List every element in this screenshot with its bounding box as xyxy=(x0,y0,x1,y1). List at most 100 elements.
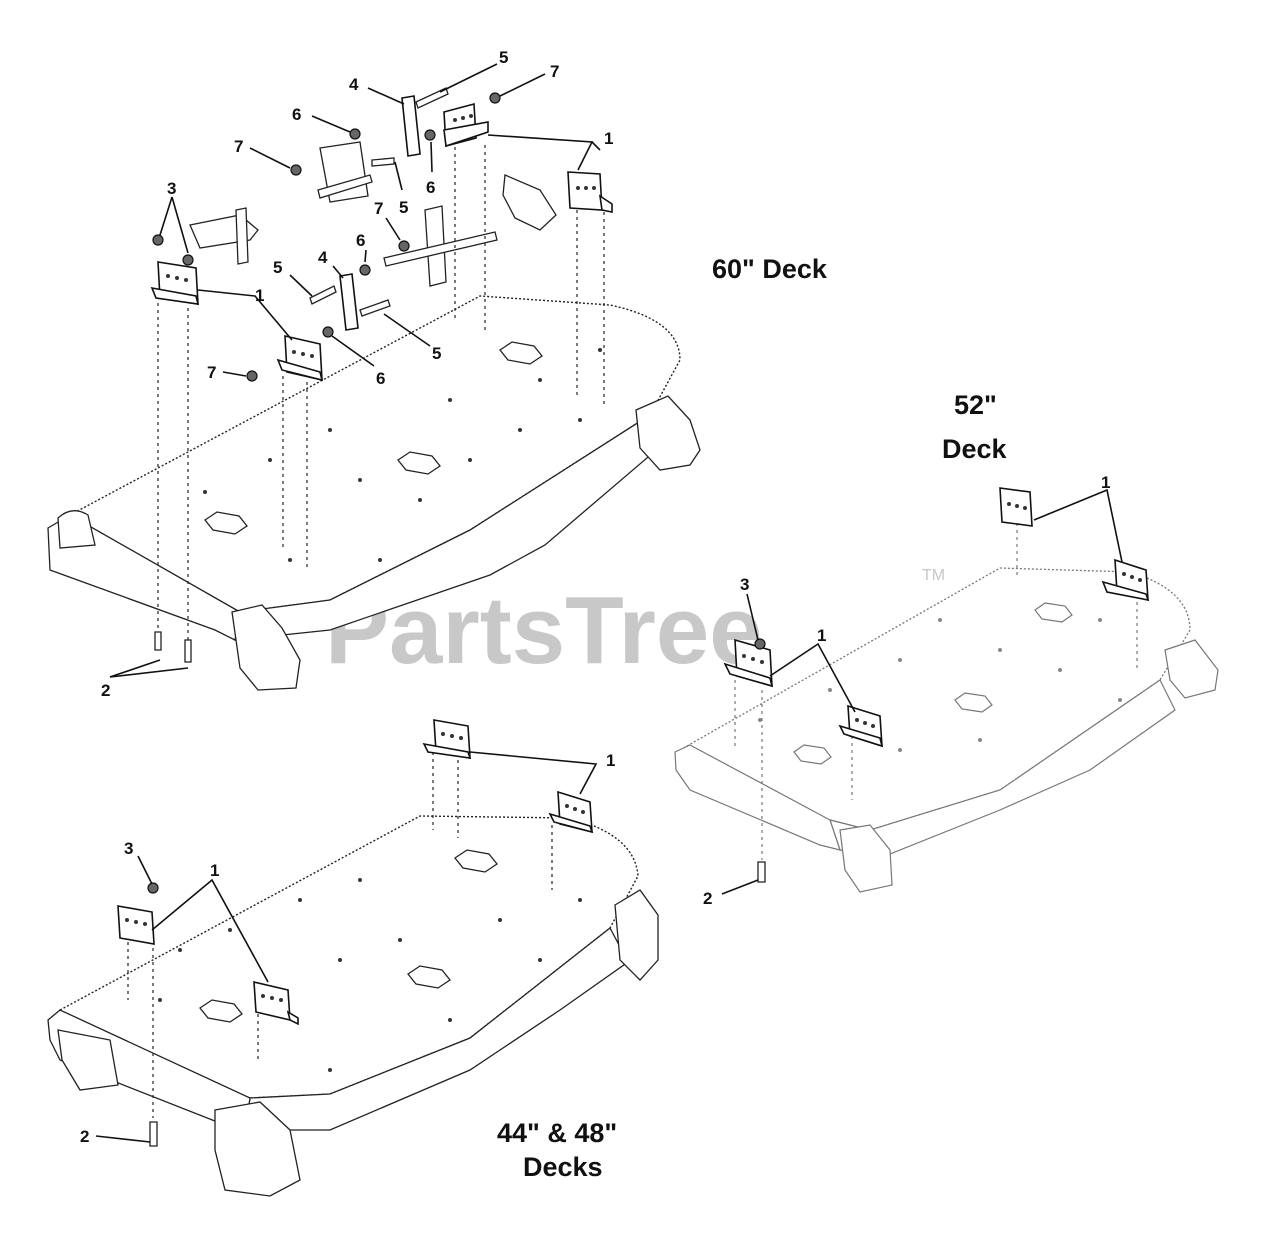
callout-60-4a: 4 xyxy=(349,75,359,94)
callout-60-5c: 5 xyxy=(273,258,282,277)
deck-60-bolt-2a xyxy=(154,631,162,651)
deck-60-link-lower xyxy=(339,273,359,331)
deck-52-assembly: 1 1 2 3 52" Deck xyxy=(674,390,1219,908)
callout-52-1a: 1 xyxy=(1101,473,1110,492)
deck-4448-pivot-right xyxy=(614,889,659,981)
deck-60-plate xyxy=(58,295,681,613)
deck-4448-nut-3 xyxy=(147,882,159,894)
deck-60-bracket-c xyxy=(150,261,200,305)
callout-52-3: 3 xyxy=(740,575,749,594)
callout-60-2: 2 xyxy=(101,681,110,700)
callout-52-2: 2 xyxy=(703,889,712,908)
callout-4448-1b: 1 xyxy=(210,861,219,880)
callout-60-4b: 4 xyxy=(318,248,328,267)
deck-60-bolt-2b xyxy=(184,639,192,663)
deck-52-bracket-c xyxy=(723,638,774,688)
deck-52-bracket-a xyxy=(999,487,1033,527)
callout-60-6a: 6 xyxy=(292,105,301,124)
deck-60-pivot-right xyxy=(635,395,701,471)
deck-52-title-line1: 52" xyxy=(954,390,997,420)
deck-52-bolt-2 xyxy=(757,861,766,883)
deck-4448-front-block xyxy=(57,1029,119,1091)
deck-60-nut-7d xyxy=(246,370,258,382)
deck-4448-spindle-2 xyxy=(407,965,451,989)
deck-52-pivot-right xyxy=(1164,639,1219,699)
deck-60-front-block xyxy=(57,510,96,549)
deck-60-nut-3b xyxy=(182,254,194,266)
callout-60-6b: 6 xyxy=(426,178,435,197)
callout-52-1b: 1 xyxy=(817,626,826,645)
deck-60-spindle-3 xyxy=(499,341,543,365)
deck-52-nut-3 xyxy=(754,638,766,650)
deck-4448-bolt-2 xyxy=(149,1121,158,1147)
deck-52-bracket-d xyxy=(838,704,884,748)
deck-60-hanger-pin-2 xyxy=(383,231,498,267)
deck-60-nut-7b xyxy=(290,164,302,176)
callout-60-6c: 6 xyxy=(356,231,365,250)
deck-4448-spindle-1 xyxy=(199,999,243,1023)
callout-60-1b: 1 xyxy=(255,286,264,305)
deck-52-spindle-2 xyxy=(954,692,993,713)
deck-4448-leaders xyxy=(95,751,598,1143)
deck-60-leaders xyxy=(109,63,601,678)
callout-60-5d: 5 xyxy=(432,344,441,363)
callout-4448-2: 2 xyxy=(80,1127,89,1146)
deck-60-spindle-1 xyxy=(204,511,248,535)
deck-4448-holes xyxy=(158,878,582,1072)
deck-60-hanger-plate-1 xyxy=(235,207,249,265)
deck-4448-title-line2: Decks xyxy=(523,1152,603,1182)
deck-60-bolt-c xyxy=(309,285,337,305)
callout-60-5b: 5 xyxy=(399,198,408,217)
deck-60-nut-6a xyxy=(349,128,361,140)
deck-4448-bracket-b xyxy=(548,790,594,834)
deck-60-nut-6b xyxy=(424,129,436,141)
callout-4448-1a: 1 xyxy=(606,751,615,770)
deck-60-bracket-b xyxy=(567,171,613,213)
callout-60-1a: 1 xyxy=(604,129,613,148)
deck-60-pivot-left xyxy=(231,604,301,691)
callout-60-7d: 7 xyxy=(207,363,216,382)
deck-60-nut-3a xyxy=(152,234,164,246)
deck-60-nut-6d xyxy=(322,326,334,338)
deck-52-title-line2: Deck xyxy=(942,434,1008,464)
deck-52-spindle-3 xyxy=(1034,602,1073,623)
deck-4448-pivot-left xyxy=(214,1101,301,1197)
deck-60-nut-6c xyxy=(359,264,371,276)
deck-60-spindle-2 xyxy=(397,451,441,475)
deck-60-hanger-bracket-rear xyxy=(502,174,557,231)
deck-60-nut-7a xyxy=(489,92,501,104)
deck-60-title: 60" Deck xyxy=(712,254,828,284)
callout-4448-3: 3 xyxy=(124,839,133,858)
deck-52-leaders xyxy=(721,488,1123,895)
deck-60-bracket-a xyxy=(443,102,489,148)
callout-60-5a: 5 xyxy=(499,48,508,67)
callout-60-7a: 7 xyxy=(550,62,559,81)
deck-60-link-upper xyxy=(401,95,421,157)
deck-52-bracket-b xyxy=(1101,558,1150,602)
deck-52-spindle-1 xyxy=(793,744,832,765)
deck-60-nut-7c xyxy=(398,240,410,252)
deck-60-hanger-pin-1 xyxy=(317,174,373,199)
deck-60-assembly: 1 1 2 3 4 4 5 5 5 5 6 6 6 6 7 7 7 7 60" … xyxy=(47,48,828,700)
callout-60-7c: 7 xyxy=(374,199,383,218)
watermark-trademark: TM xyxy=(922,567,945,584)
deck-4448-spindle-3 xyxy=(454,849,498,873)
deck-4448-title-line1: 44" & 48" xyxy=(497,1118,617,1148)
callout-60-3: 3 xyxy=(167,179,176,198)
deck-4448-bracket-c xyxy=(117,905,155,945)
callout-60-7b: 7 xyxy=(234,137,243,156)
deck-52-plate xyxy=(679,567,1191,831)
deck-4448-bracket-a xyxy=(422,719,472,759)
deck-52-holes xyxy=(758,618,1122,752)
deck-60-bracket-d xyxy=(276,334,324,382)
deck-4448-bracket-d xyxy=(253,980,299,1026)
deck-52-pivot-left xyxy=(839,824,893,893)
deck-4448-assembly: 1 1 2 3 44" & 48" Decks xyxy=(47,719,659,1197)
deck-52-front-bar xyxy=(674,744,841,851)
deck-60-bolt-d xyxy=(359,299,391,317)
deck-60-bolt-a xyxy=(415,87,449,109)
callout-60-6d: 6 xyxy=(376,369,385,388)
deck-60-bolt-b xyxy=(371,157,395,167)
